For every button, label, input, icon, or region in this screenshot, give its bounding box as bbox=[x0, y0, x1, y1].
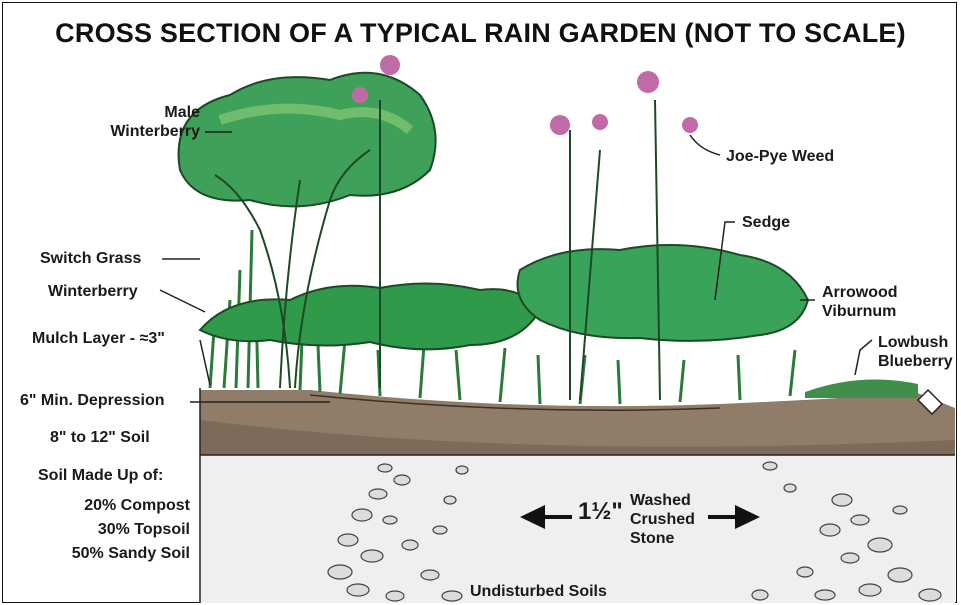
label-arrowood-line2: Viburnum bbox=[822, 302, 898, 321]
label-joe-pye-weed: Joe-Pye Weed bbox=[726, 147, 834, 166]
label-lowbush-line1: Lowbush bbox=[878, 333, 956, 352]
label-stone-size: 1½" bbox=[578, 502, 623, 521]
label-undisturbed-soils: Undisturbed Soils bbox=[470, 582, 607, 601]
label-compost: 20% Compost bbox=[20, 496, 190, 515]
label-switch-grass: Switch Grass bbox=[40, 249, 141, 268]
undisturbed-soil-layer bbox=[200, 455, 955, 603]
lowbush-blueberry bbox=[805, 380, 918, 399]
label-topsoil: 30% Topsoil bbox=[20, 520, 190, 539]
label-male-winterberry: Male Winterberry bbox=[40, 103, 200, 141]
male-winterberry-canopy bbox=[179, 73, 436, 207]
arrowwood-viburnum bbox=[518, 245, 809, 341]
label-mulch-layer: Mulch Layer - ≈3" bbox=[32, 329, 165, 348]
label-depression: 6" Min. Depression bbox=[20, 391, 165, 410]
label-washed-line2: Crushed bbox=[630, 510, 695, 529]
label-washed-line1: Washed bbox=[630, 491, 695, 510]
label-soil-depth: 8" to 12" Soil bbox=[50, 428, 150, 447]
label-arrowood-viburnum: Arrowood Viburnum bbox=[822, 283, 898, 321]
label-washed-line3: Stone bbox=[630, 529, 695, 548]
diagram-title: CROSS SECTION OF A TYPICAL RAIN GARDEN (… bbox=[0, 18, 961, 49]
label-lowbush-blueberry: Lowbush Blueberry bbox=[878, 333, 956, 371]
label-male-winterberry-line2: Winterberry bbox=[40, 122, 200, 141]
label-lowbush-line2: Blueberry bbox=[878, 352, 956, 371]
label-washed-crushed-stone: Washed Crushed Stone bbox=[630, 491, 695, 548]
label-sandy-soil: 50% Sandy Soil bbox=[20, 544, 190, 563]
label-arrowood-line1: Arrowood bbox=[822, 283, 898, 302]
label-soil-made-up: Soil Made Up of: bbox=[38, 466, 163, 485]
label-male-winterberry-line1: Male bbox=[40, 103, 200, 122]
label-winterberry: Winterberry bbox=[48, 282, 138, 301]
label-sedge: Sedge bbox=[742, 213, 790, 232]
